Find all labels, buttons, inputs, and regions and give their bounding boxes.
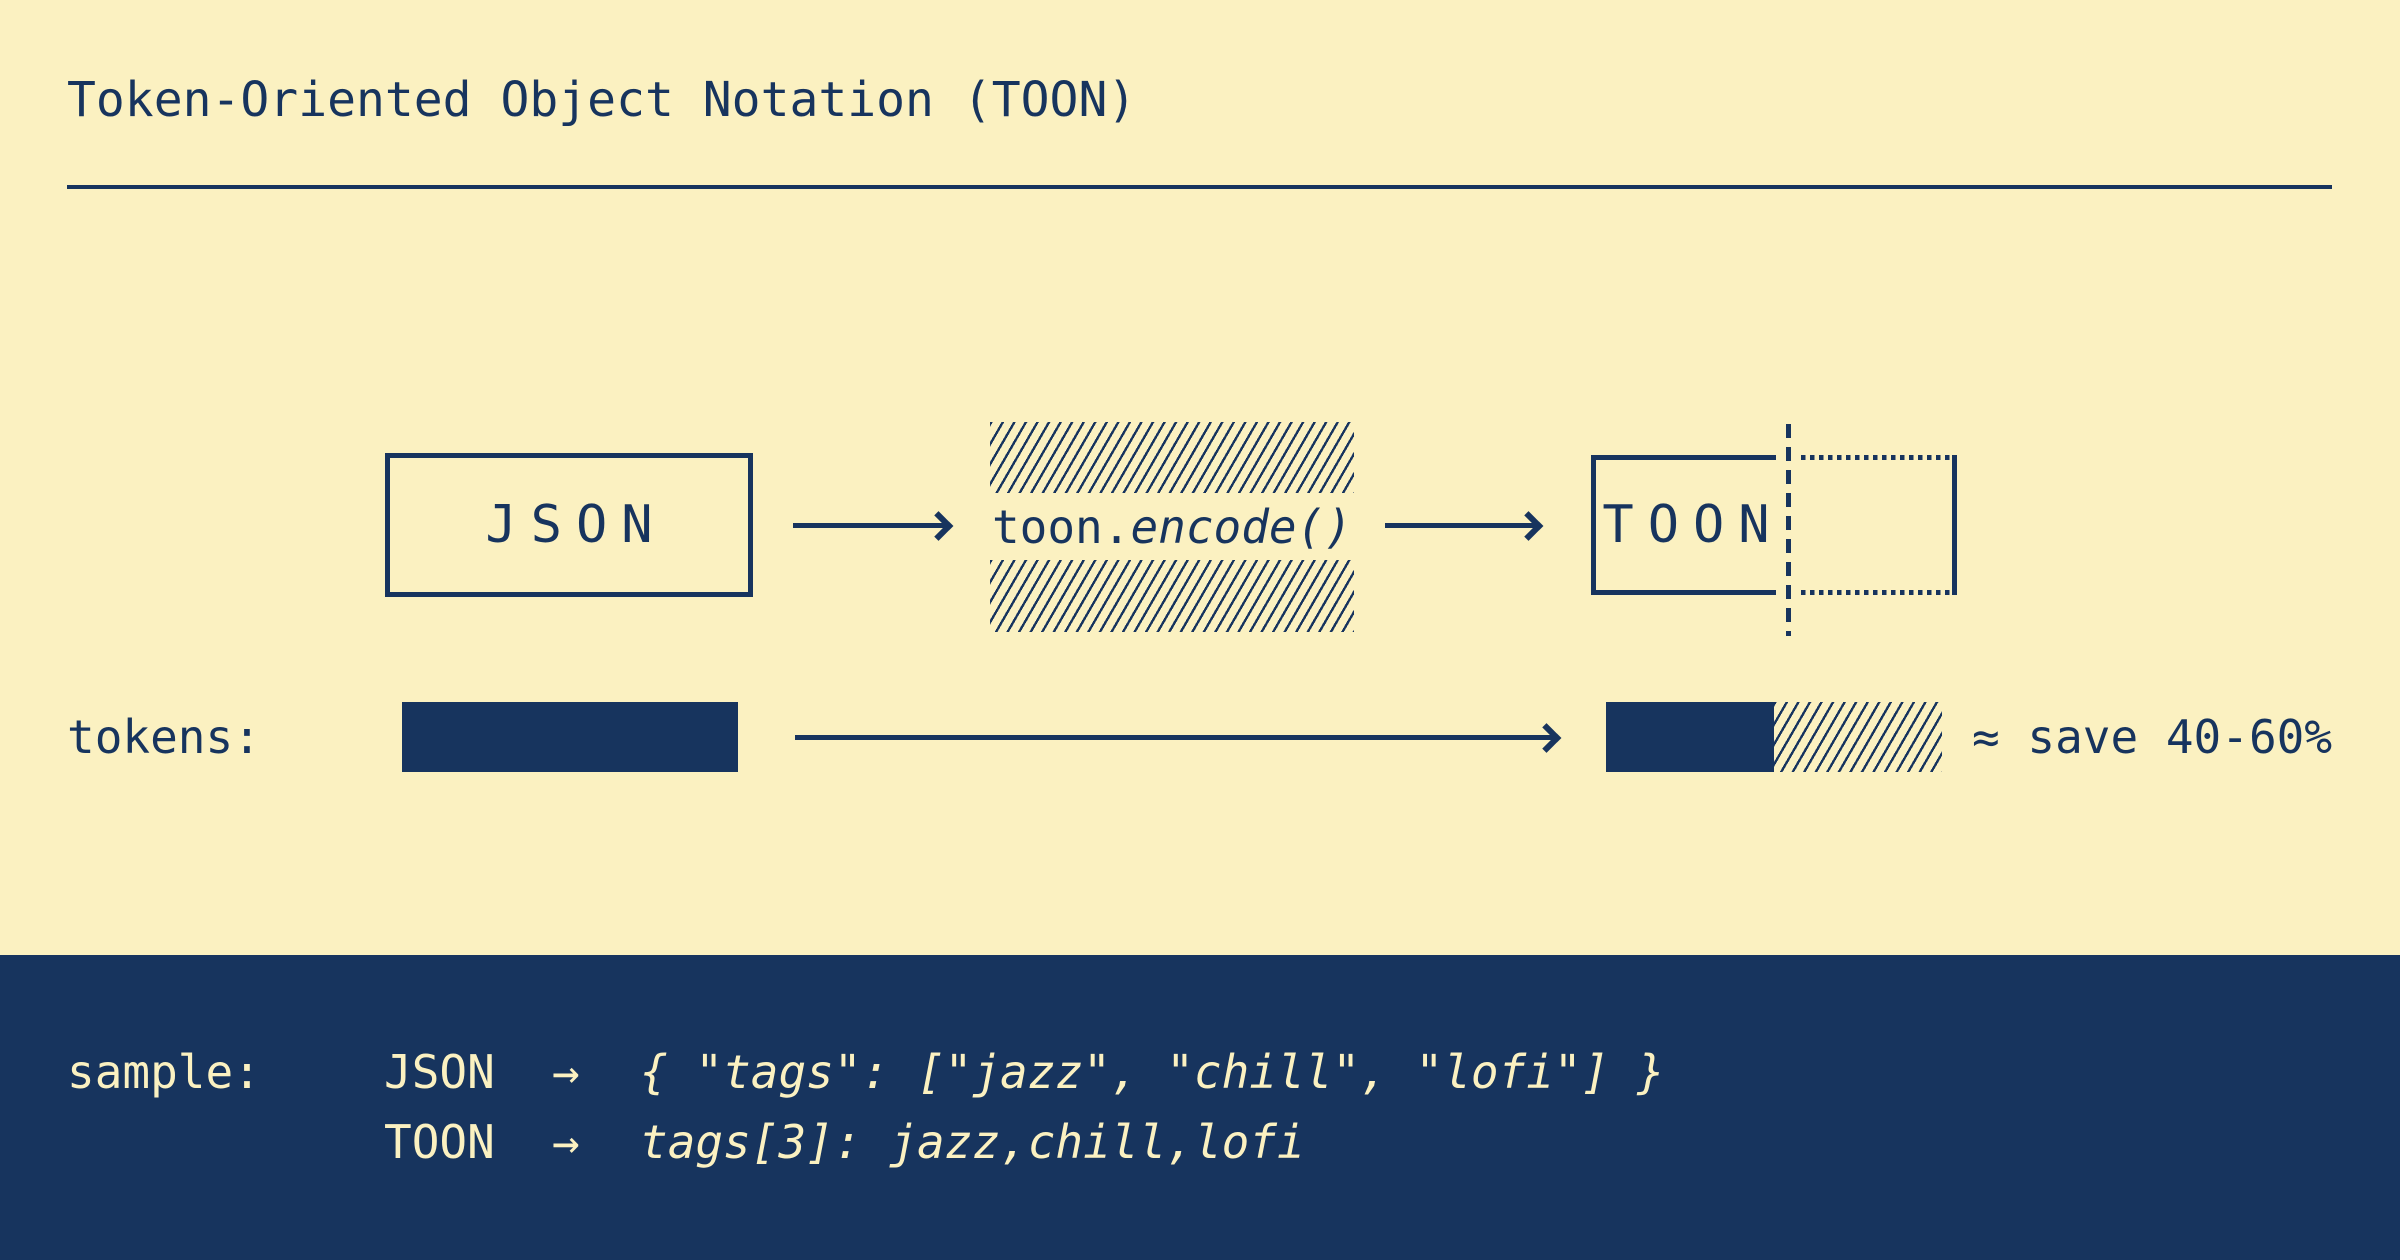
json-box-label: JSON [485, 495, 667, 555]
toon-token-bar [1606, 702, 1942, 772]
toon-box-label: TOON [1602, 495, 1784, 555]
toon-token-bar-solid [1606, 702, 1774, 772]
toon-box: TOON [1591, 455, 1776, 595]
saved-tokens-outline [1801, 455, 1957, 595]
arrow-right-icon [795, 735, 1553, 740]
cut-line-icon [1786, 424, 1791, 636]
sample-code-toon: tags[3]: jazz,chill,lofi [640, 1115, 1305, 1169]
sample-code-json: { "tags": ["jazz", "chill", "lofi"] } [640, 1045, 1665, 1099]
transform-call: encode() [1130, 499, 1353, 554]
transform-label: toon.encode() [990, 493, 1354, 560]
maps-to-arrow-icon: → [552, 1115, 580, 1169]
dotted-edge-top [1801, 455, 1957, 460]
sample-label: sample: [67, 1045, 261, 1099]
solid-edge-right [1952, 455, 1957, 595]
hatch-band-bottom-icon [990, 560, 1354, 632]
toon-token-bar-saved-icon [1774, 702, 1942, 772]
sample-row-toon: TOON → tags[3]: jazz,chill,lofi [0, 1119, 2400, 1169]
tokens-label: tokens: [67, 710, 261, 764]
sample-band: sample: JSON → { "tags": ["jazz", "chill… [0, 955, 2400, 1260]
page-title: Token-Oriented Object Notation (TOON) [67, 72, 1137, 128]
json-box: JSON [385, 453, 753, 597]
hatch-band-top-icon [990, 422, 1354, 493]
dotted-edge-bottom [1801, 590, 1957, 595]
sample-format-json: JSON [384, 1045, 495, 1099]
maps-to-arrow-icon: → [552, 1045, 580, 1099]
json-token-bar [402, 702, 738, 772]
title-divider [67, 185, 2332, 189]
sample-format-toon: TOON [384, 1115, 495, 1169]
savings-note: ≈ save 40-60% [1972, 710, 2333, 764]
transform-prefix: toon. [991, 499, 1131, 554]
arrow-right-icon [1385, 523, 1535, 528]
sample-row-json: JSON → { "tags": ["jazz", "chill", "lofi… [0, 1049, 2400, 1099]
arrow-right-icon [793, 523, 945, 528]
